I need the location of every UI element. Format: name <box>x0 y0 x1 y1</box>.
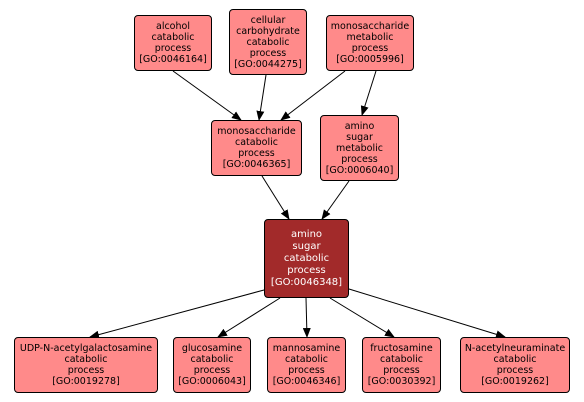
edge-monometab-to-monocat <box>280 70 346 121</box>
edge-aminocat-to-glucos <box>217 297 281 338</box>
edge-aminocat-to-neuram <box>348 288 506 339</box>
edge-monocat-to-aminocat <box>261 175 290 220</box>
edge-monometab-to-aminometab <box>360 70 377 116</box>
edge-aminometab-to-aminocat <box>321 180 350 220</box>
edge-aminocat-to-mannos <box>302 297 311 338</box>
edge-cellular-to-monocat <box>256 74 267 121</box>
edge-aminocat-to-udp <box>89 289 265 339</box>
edge-aminocat-to-fructos <box>329 297 395 338</box>
edge-alcohol-to-monocat <box>172 70 242 121</box>
